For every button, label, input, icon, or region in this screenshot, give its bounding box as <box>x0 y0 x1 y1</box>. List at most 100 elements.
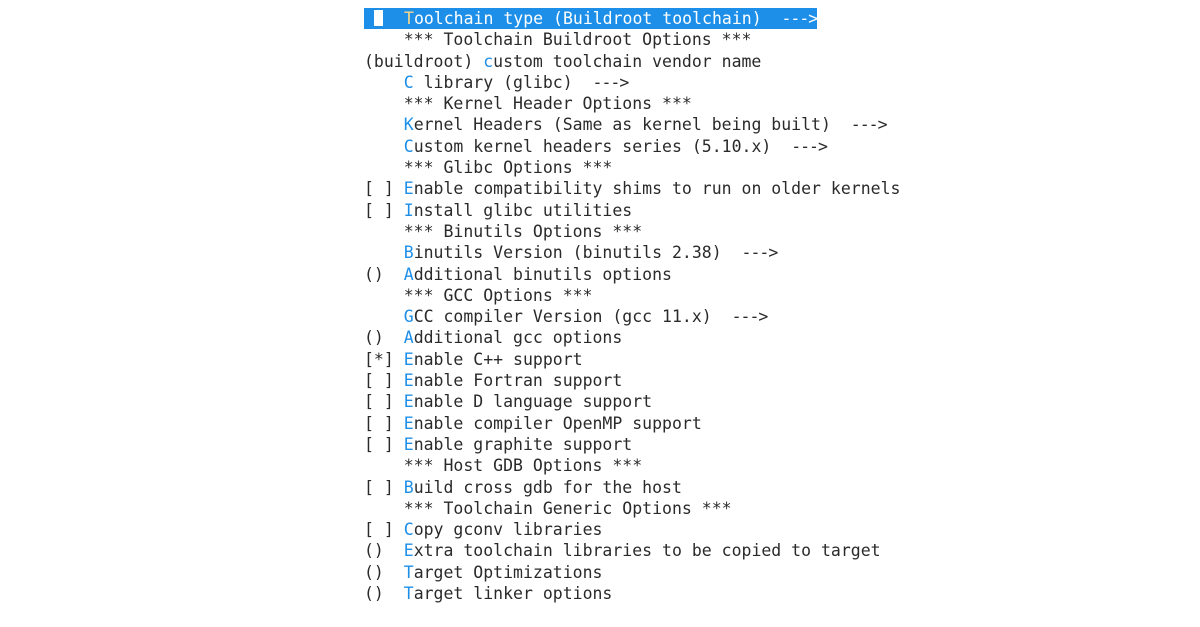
menu-item-prefix: [ ] <box>364 179 404 199</box>
menu-row: () Target linker options <box>364 583 900 604</box>
menu-item-prefix <box>364 499 404 518</box>
submenu-arrow-icon: ---> <box>731 307 769 327</box>
menu-item-label: nable compiler OpenMP support <box>413 413 702 433</box>
menu-item-hotkey: B <box>403 243 414 263</box>
menu-row: () Target Optimizations <box>364 562 900 583</box>
menu-item-prefix <box>364 73 404 92</box>
menu-item[interactable]: Binutils Version (binutils 2.38) ---> <box>364 242 900 263</box>
menu-row: Toolchain type (Buildroot toolchain) ---… <box>364 8 900 30</box>
menu-item-prefix <box>364 243 404 262</box>
menu-item-prefix <box>364 456 404 475</box>
menu-item-hotkey: E <box>403 392 414 412</box>
menu-item-prefix: () <box>364 562 404 582</box>
menu-item[interactable]: () Additional gcc options <box>364 327 900 348</box>
menu-item[interactable]: GCC compiler Version (gcc 11.x) ---> <box>364 306 900 327</box>
menu-item-hotkey: E <box>403 413 414 433</box>
menu-item-label: nable graphite support <box>413 434 633 454</box>
menu-item-label: nable C++ support <box>413 349 583 369</box>
menu-row: () Extra toolchain libraries to be copie… <box>364 540 900 561</box>
menu-item-hotkey: E <box>403 349 414 369</box>
menu-item-prefix: [ ] <box>364 434 404 454</box>
menu-row: *** GCC Options *** <box>364 285 900 306</box>
menu-row: *** Host GDB Options *** <box>364 455 900 476</box>
menu-row: Custom kernel headers series (5.10.x) --… <box>364 136 900 157</box>
menu-item-label: CC compiler Version (gcc 11.x) <box>413 307 712 327</box>
menu-item-hotkey: c <box>483 51 494 71</box>
menu-item-prefix <box>364 94 404 113</box>
menu-item[interactable]: [ ] Build cross gdb for the host <box>364 477 900 498</box>
menu-section-heading: *** Toolchain Buildroot Options *** <box>364 29 900 50</box>
cursor-block <box>374 10 383 26</box>
menu-item-label: nable compatibility shims to run on olde… <box>413 179 901 199</box>
menu-item-label: nable D language support <box>413 392 653 412</box>
menu-item-prefix <box>364 137 404 156</box>
menu-item-hotkey: K <box>403 115 414 135</box>
menu-item-prefix: (buildroot) <box>364 51 484 71</box>
menu-section-heading: *** Glibc Options *** <box>364 157 900 178</box>
menu-item[interactable]: C library (glibc) ---> <box>364 72 900 93</box>
menu-section-heading: *** Binutils Options *** <box>364 221 900 242</box>
menu-item[interactable]: [ ] Enable compatibility shims to run on… <box>364 178 900 199</box>
menu-row: [ ] Enable compatibility shims to run on… <box>364 178 900 199</box>
menu-item-prefix: [ ] <box>364 477 404 497</box>
menu-item[interactable]: [ ] Install glibc utilities <box>364 200 900 221</box>
menu-row: [ ] Enable D language support <box>364 391 900 412</box>
menu-row: *** Binutils Options *** <box>364 221 900 242</box>
menu-item-selected[interactable]: Toolchain type (Buildroot toolchain) ---… <box>364 8 819 30</box>
menu-item[interactable]: [ ] Enable graphite support <box>364 434 900 455</box>
menu-item-prefix: [*] <box>364 349 404 369</box>
menu-item[interactable]: () Extra toolchain libraries to be copie… <box>364 540 900 561</box>
menu-item-label: arget linker options <box>413 584 613 604</box>
menu-item-prefix: () <box>364 541 404 561</box>
menu-item-hotkey: E <box>403 541 414 561</box>
menu-item-label: inutils Version (binutils 2.38) <box>413 243 722 263</box>
menu-row: (buildroot) custom toolchain vendor name <box>364 51 900 72</box>
menu-item-prefix <box>364 30 404 49</box>
submenu-arrow-icon: ---> <box>850 115 888 135</box>
menu-item[interactable]: [ ] Enable D language support <box>364 391 900 412</box>
menu-item[interactable]: [ ] Enable compiler OpenMP support <box>364 413 900 434</box>
menu-item[interactable]: (buildroot) custom toolchain vendor name <box>364 51 900 72</box>
menu-item[interactable]: () Additional binutils options <box>364 264 900 285</box>
menu-item[interactable]: Custom kernel headers series (5.10.x) --… <box>364 136 900 157</box>
menu-item[interactable]: [*] Enable C++ support <box>364 349 900 370</box>
menu-row: Binutils Version (binutils 2.38) ---> <box>364 242 900 263</box>
menu-item-hotkey: C <box>403 520 414 540</box>
menu-row: () Additional binutils options <box>364 264 900 285</box>
menu-item-label: dditional binutils options <box>413 264 672 284</box>
menu-row: [ ] Build cross gdb for the host <box>364 477 900 498</box>
menu-item-prefix: [ ] <box>364 200 404 220</box>
menu-row: *** Toolchain Buildroot Options *** <box>364 29 900 50</box>
menu-item[interactable]: Kernel Headers (Same as kernel being bui… <box>364 114 900 135</box>
menu-item-hotkey: I <box>403 200 414 220</box>
menu-row: [ ] Enable compiler OpenMP support <box>364 413 900 434</box>
menu-row: [ ] Install glibc utilities <box>364 200 900 221</box>
menu-row: () Additional gcc options <box>364 327 900 348</box>
menu-item-hotkey: C <box>403 72 414 92</box>
menu-item-hotkey: B <box>403 477 414 497</box>
menu-item-label: opy gconv libraries <box>413 520 603 540</box>
menu-item[interactable]: () Target linker options <box>364 583 900 604</box>
menu-item-hotkey: E <box>403 179 414 199</box>
menu-item[interactable]: () Target Optimizations <box>364 562 900 583</box>
menu-row: Kernel Headers (Same as kernel being bui… <box>364 114 900 135</box>
menu-item-label: *** Kernel Header Options *** <box>403 94 692 114</box>
toolchain-menu-list: Toolchain type (Buildroot toolchain) ---… <box>364 8 900 604</box>
menu-section-heading: *** Kernel Header Options *** <box>364 93 900 114</box>
menu-item-prefix: () <box>364 264 404 284</box>
menu-item-prefix: () <box>364 584 404 604</box>
menu-item-hotkey: C <box>403 136 414 156</box>
menu-item-prefix: () <box>364 328 404 348</box>
menu-row: [ ] Enable graphite support <box>364 434 900 455</box>
menu-item-label: *** Glibc Options *** <box>403 158 613 178</box>
menu-item-label: *** GCC Options *** <box>403 285 593 305</box>
menu-row: GCC compiler Version (gcc 11.x) ---> <box>364 306 900 327</box>
menu-item-label: nable Fortran support <box>413 371 623 391</box>
submenu-arrow-icon: ---> <box>781 9 819 28</box>
menu-item-prefix: [ ] <box>364 371 404 391</box>
menu-item[interactable]: [ ] Copy gconv libraries <box>364 519 900 540</box>
menu-item-prefix: [ ] <box>364 413 404 433</box>
menu-section-heading: *** GCC Options *** <box>364 285 900 306</box>
menu-item[interactable]: [ ] Enable Fortran support <box>364 370 900 391</box>
submenu-arrow-icon: ---> <box>791 136 828 156</box>
